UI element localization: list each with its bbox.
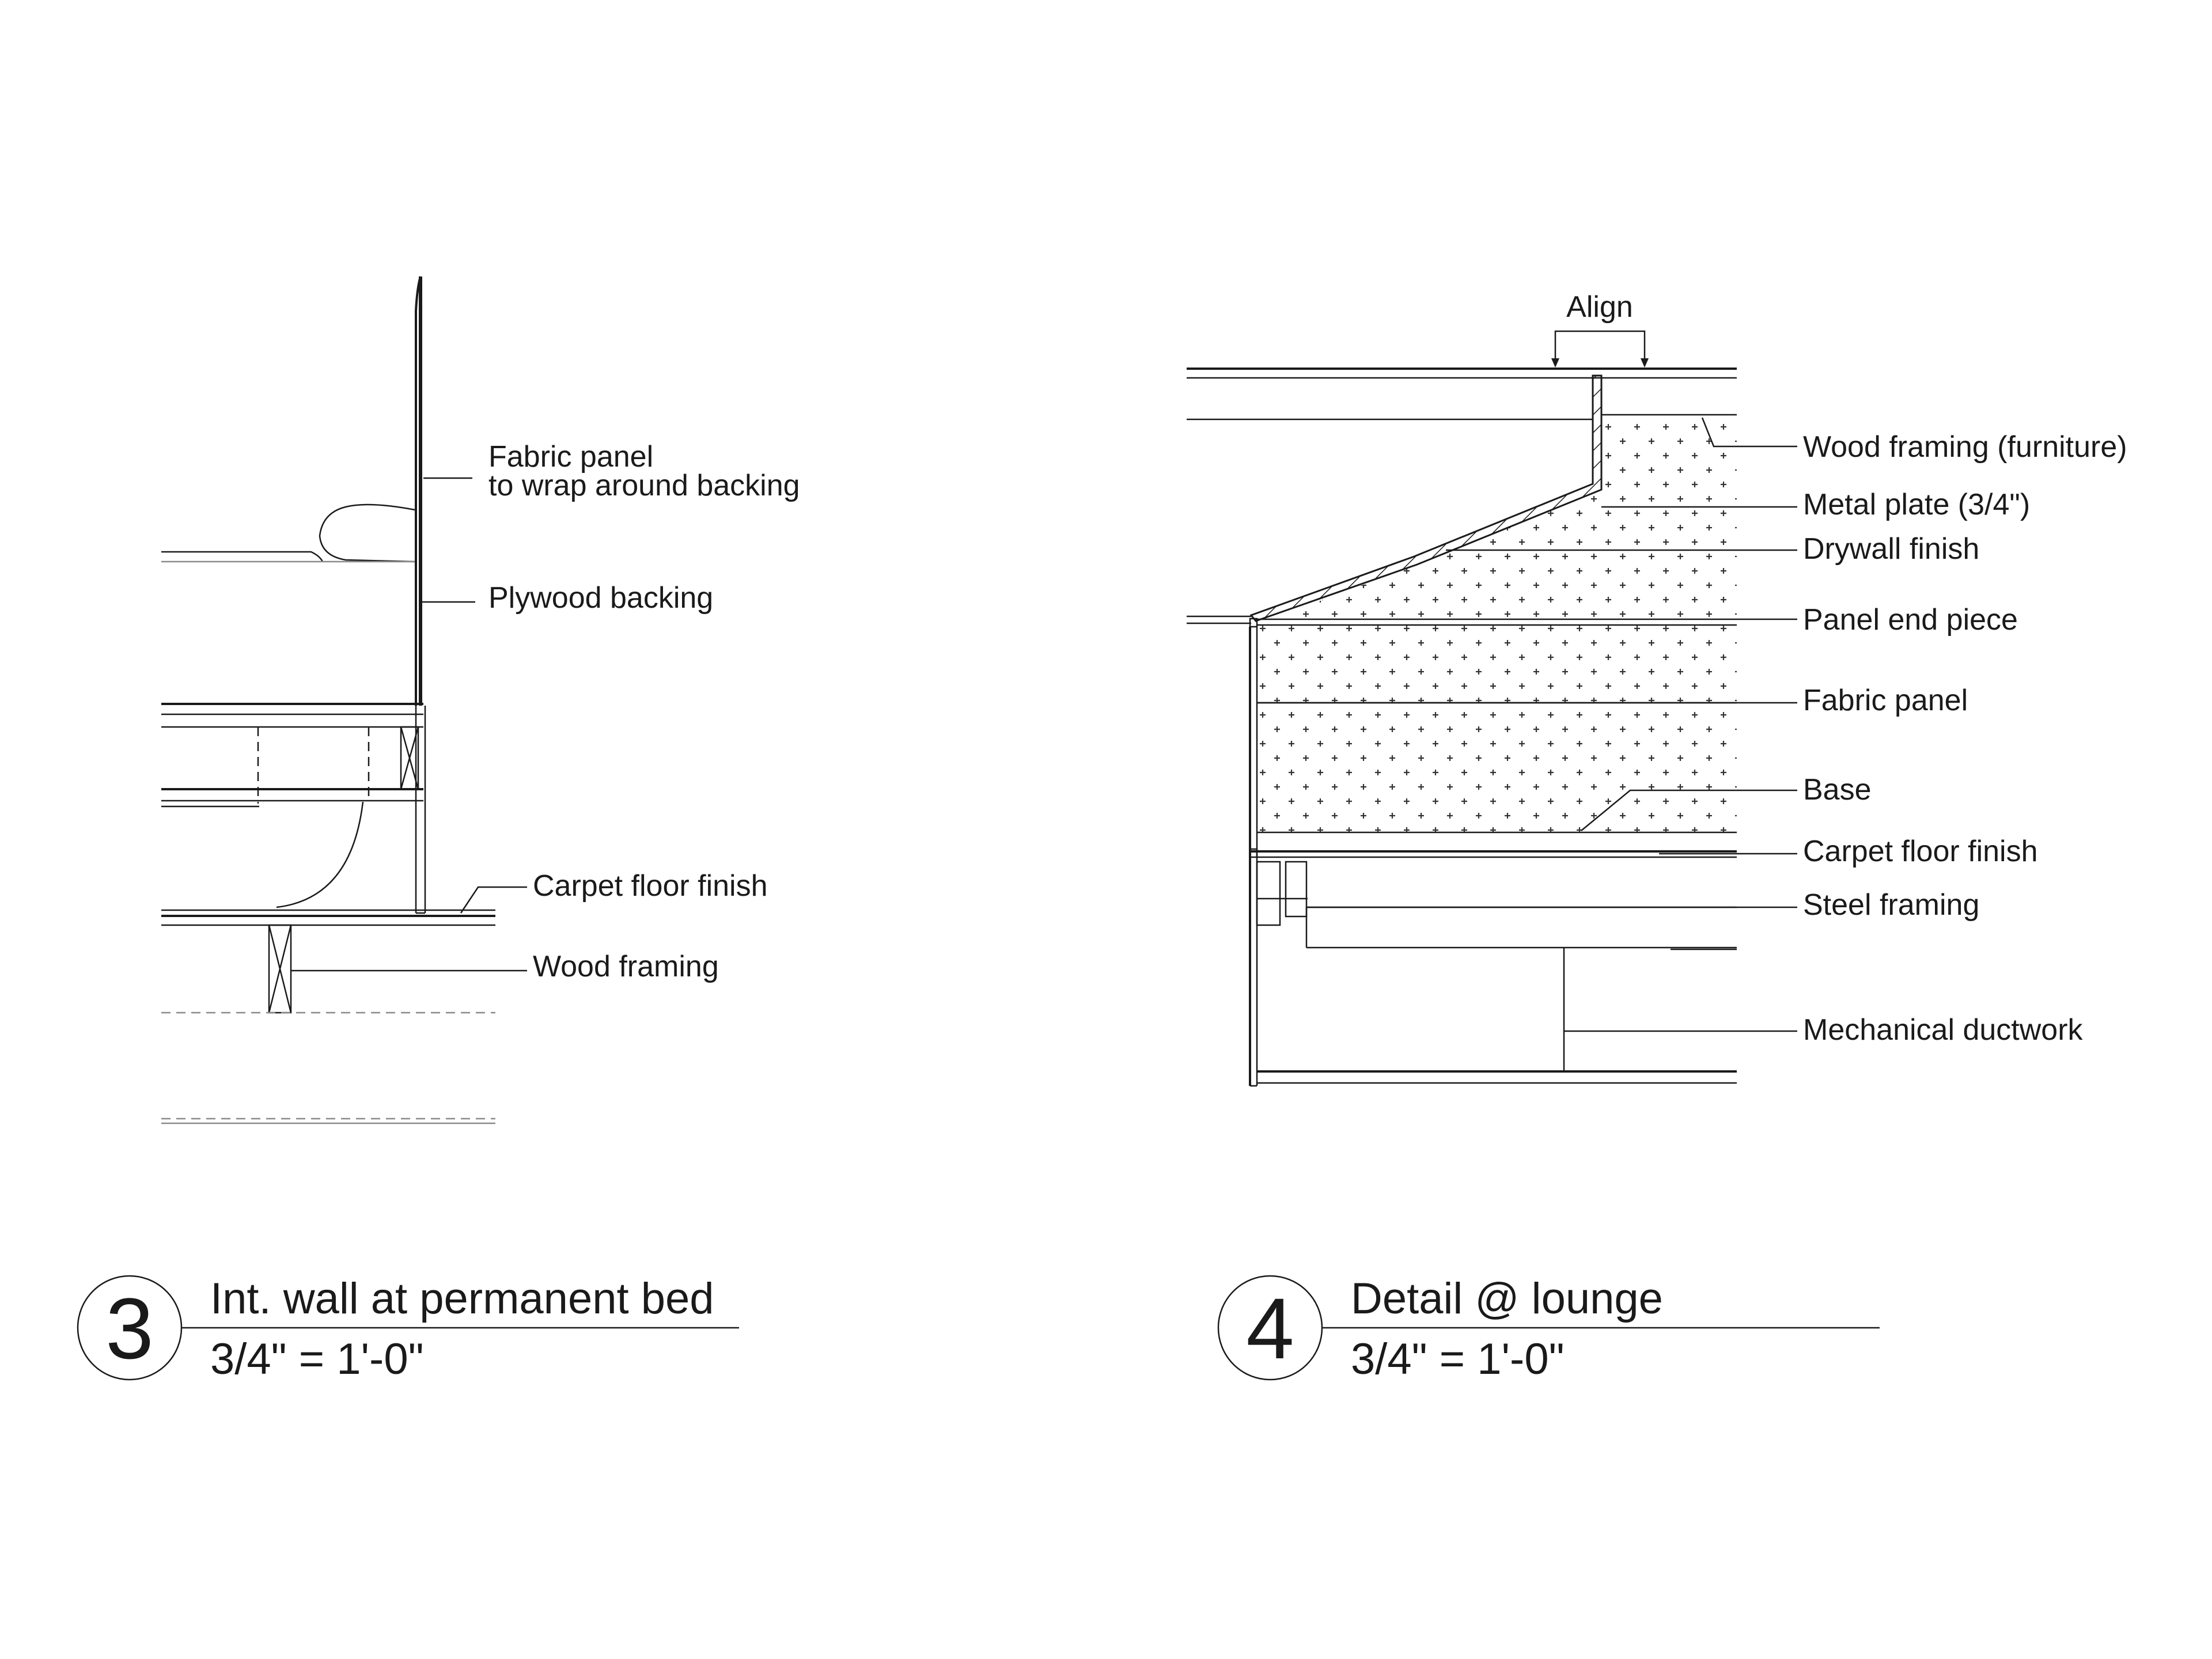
drawer-swing bbox=[276, 801, 364, 908]
label-panel-end-piece: Panel end piece bbox=[1803, 603, 2018, 637]
detail-3-labels: Fabric panel to wrap around backing Plyw… bbox=[488, 440, 800, 983]
pillow-outline bbox=[319, 503, 415, 563]
wall-lower-face bbox=[415, 706, 426, 913]
steel-framing bbox=[1256, 861, 1281, 926]
detail-4-title-block: 4 Detail @ lounge 3/4" = 1'-0" bbox=[1217, 1274, 1880, 1384]
detail-3-number: 3 bbox=[105, 1280, 153, 1377]
detail-3-scale: 3/4" = 1'-0" bbox=[210, 1335, 424, 1384]
label-fabric-panel: Fabric panel bbox=[1803, 684, 1968, 717]
label-align: Align bbox=[1566, 290, 1633, 324]
insulation-fill bbox=[1256, 415, 1737, 836]
detail-4-title: Detail @ lounge bbox=[1351, 1274, 1663, 1323]
metal-plate bbox=[1249, 374, 1603, 622]
detail-4-leaders bbox=[1256, 417, 1797, 1032]
panel-end-piece bbox=[1249, 618, 1258, 628]
detail-4-labels: Align Wood framing (furniture) Metal pla… bbox=[1566, 290, 2127, 1047]
detail-4-drawing bbox=[1187, 330, 1737, 1087]
detail-3-leaders bbox=[291, 477, 527, 972]
label-carpet-floor-finish-4: Carpet floor finish bbox=[1803, 835, 2038, 868]
detail-3-drawing bbox=[161, 276, 495, 1124]
label-steel-framing: Steel framing bbox=[1803, 888, 1979, 922]
detail-4-number: 4 bbox=[1246, 1280, 1294, 1377]
detail-4-scale: 3/4" = 1'-0" bbox=[1351, 1335, 1565, 1384]
label-wood-framing: Wood framing bbox=[533, 950, 719, 983]
wall-panel-back bbox=[415, 276, 422, 706]
floor-joist bbox=[268, 924, 292, 1014]
label-metal-plate: Metal plate (3/4") bbox=[1803, 488, 2030, 521]
label-plywood-backing: Plywood backing bbox=[488, 581, 713, 615]
align-bracket bbox=[1554, 330, 1646, 358]
label-mechanical-ductwork: Mechanical ductwork bbox=[1803, 1013, 2084, 1047]
detail-3-title: Int. wall at permanent bed bbox=[210, 1274, 714, 1323]
label-wood-framing-furniture: Wood framing (furniture) bbox=[1803, 430, 2127, 464]
label-base: Base bbox=[1803, 773, 1872, 806]
mattress-top bbox=[161, 551, 324, 562]
label-fabric-panel-sub: to wrap around backing bbox=[488, 469, 800, 502]
detail-3-title-block: 3 Int. wall at permanent bed 3/4" = 1'-0… bbox=[77, 1274, 739, 1384]
label-drywall-finish: Drywall finish bbox=[1803, 532, 1979, 566]
label-carpet-floor-finish: Carpet floor finish bbox=[533, 869, 768, 903]
label-fabric-panel: Fabric panel bbox=[488, 440, 653, 474]
